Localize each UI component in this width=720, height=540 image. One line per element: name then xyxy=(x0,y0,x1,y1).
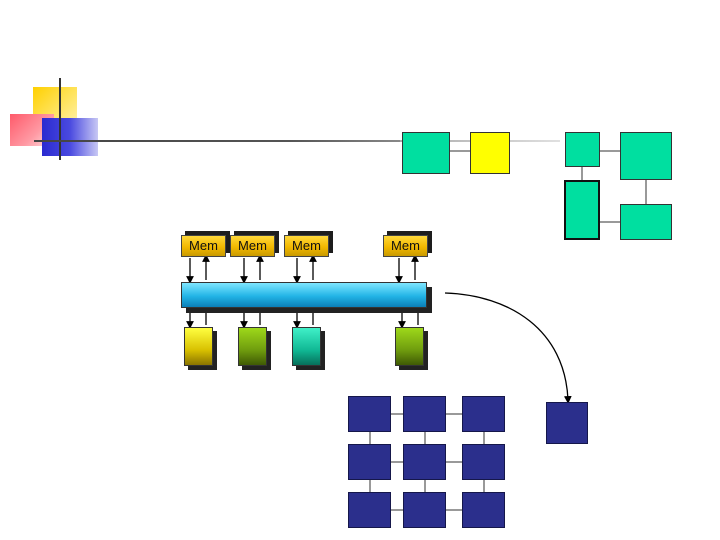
mesh-node xyxy=(403,396,446,432)
logo-vertical-line xyxy=(59,78,61,160)
memory-module-3: Mem xyxy=(284,235,329,257)
title-rule-line xyxy=(34,140,400,142)
processor-4 xyxy=(395,327,424,366)
shared-bus xyxy=(181,282,427,308)
mesh-node xyxy=(462,396,505,432)
graph-node-c xyxy=(564,180,600,240)
graph-node-a xyxy=(565,132,600,167)
processor-1 xyxy=(184,327,213,366)
mesh-node xyxy=(348,396,391,432)
top-teal-box xyxy=(402,132,450,174)
memory-module-4: Mem xyxy=(383,235,428,257)
mesh-node xyxy=(348,444,391,480)
graph-node-d xyxy=(620,204,672,240)
mesh-node xyxy=(403,492,446,528)
logo-blue-square xyxy=(42,118,98,156)
graph-node-b xyxy=(620,132,672,180)
processor-3 xyxy=(292,327,321,366)
mesh-connectors xyxy=(369,413,485,511)
single-node xyxy=(546,402,588,444)
curved-arrow xyxy=(444,292,572,404)
memory-module-1: Mem xyxy=(181,235,226,257)
processor-2 xyxy=(238,327,267,366)
mesh-node xyxy=(462,444,505,480)
memory-module-2: Mem xyxy=(230,235,275,257)
memory-bus-arrows xyxy=(186,254,419,284)
bus-processor-arrows xyxy=(186,304,422,329)
top-yellow-box xyxy=(470,132,510,174)
mesh-node xyxy=(462,492,505,528)
mesh-node xyxy=(403,444,446,480)
mesh-node xyxy=(348,492,391,528)
